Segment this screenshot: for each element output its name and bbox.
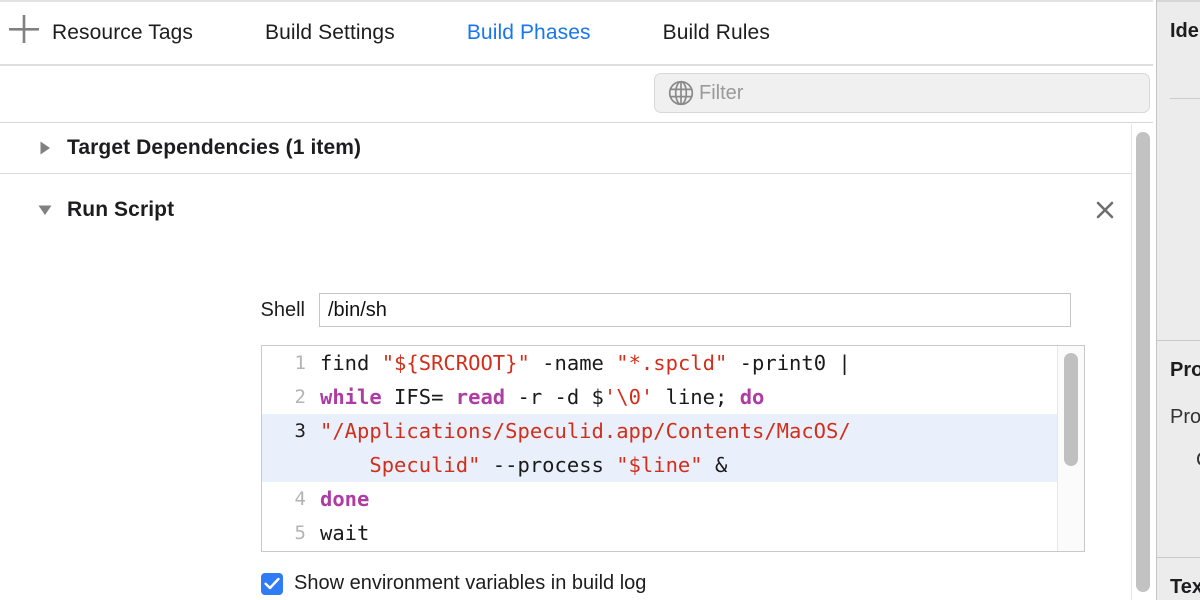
divider <box>1157 557 1200 558</box>
code-line-text[interactable]: wait <box>320 516 1057 550</box>
close-icon <box>1096 201 1114 219</box>
code-line[interactable]: 5 wait <box>262 516 1057 550</box>
line-number: 4 <box>294 488 306 510</box>
code-line[interactable]: 2 while IFS= read -r -d $'\0' line; do <box>262 380 1057 414</box>
inspector-section-heading: Ide <box>1170 20 1199 42</box>
filter-field[interactable]: Filter <box>654 73 1150 113</box>
shell-input[interactable]: /bin/sh <box>319 293 1071 327</box>
phase-header-run-script[interactable]: Run Script <box>0 174 1153 246</box>
code-line[interactable]: 1 find "${SRCROOT}" -name "*.spcld" -prin… <box>262 346 1057 380</box>
inspector-section-text: Tex <box>1157 558 1200 600</box>
code-token: "/Applications/Speculid.app/Contents/Mac… <box>320 419 851 443</box>
show-env-vars-row[interactable]: Show environment variables in build log <box>261 572 646 595</box>
inspector-row-label: C <box>1170 429 1200 472</box>
remove-phase-button[interactable] <box>1093 198 1117 222</box>
divider <box>1157 0 1200 2</box>
code-token: "${SRCROOT}" <box>381 351 530 375</box>
code-line[interactable]: 3 "/Applications/Speculid.app/Contents/Ma… <box>262 414 1057 482</box>
phase-title: Target Dependencies (1 item) <box>67 136 362 159</box>
inspector-panel: Ide Pro Pro C Tex <box>1156 0 1200 600</box>
line-number: 3 <box>294 420 306 442</box>
script-code-editor[interactable]: 1 find "${SRCROOT}" -name "*.spcld" -prin… <box>261 345 1085 552</box>
inspector-row-label: Pro <box>1170 406 1200 428</box>
shell-row: Shell /bin/sh <box>0 293 1085 327</box>
code-token: line; <box>653 385 740 409</box>
code-line[interactable]: 4 done <box>262 482 1057 516</box>
line-number: 5 <box>294 522 306 544</box>
tab-build-rules[interactable]: Build Rules <box>662 21 770 44</box>
code-token: & <box>702 453 728 477</box>
editor-pane-scrollbar[interactable] <box>1131 124 1153 600</box>
code-token: done <box>320 487 370 511</box>
checkmark-icon <box>264 577 280 589</box>
code-token: -print0 | <box>727 351 851 375</box>
line-number: 1 <box>294 352 306 374</box>
add-build-phase-button[interactable] <box>4 9 44 49</box>
inspector-section-heading: Pro <box>1170 359 1200 381</box>
divider <box>1170 98 1200 99</box>
code-token: -r -d $ <box>505 385 604 409</box>
tab-build-settings[interactable]: Build Settings <box>265 21 395 44</box>
code-token: "$line" <box>616 453 703 477</box>
globe-icon <box>668 80 694 106</box>
inspector-section-project: Pro Pro C <box>1157 341 1200 557</box>
code-line-text[interactable]: "/Applications/Speculid.app/Contents/Mac… <box>320 414 1057 482</box>
editor-pane-scrollbar-thumb[interactable] <box>1136 132 1150 592</box>
show-env-vars-checkbox[interactable] <box>261 572 283 595</box>
plus-icon <box>9 15 39 43</box>
code-token: IFS= <box>381 385 456 409</box>
triangle-down-icon[interactable] <box>36 201 54 219</box>
phase-title: Run Script <box>67 198 175 221</box>
code-line-text[interactable]: done <box>320 482 1057 516</box>
code-token: Speculid" <box>369 453 481 477</box>
code-token: --process <box>480 453 617 477</box>
editor-pane: Resource Tags Build Settings Build Phases B… <box>0 0 1153 600</box>
code-scrollbar-thumb[interactable] <box>1064 353 1078 466</box>
code-token: "*.spcld" <box>616 351 728 375</box>
code-line-text[interactable]: find "${SRCROOT}" -name "*.spcld" -print… <box>320 346 1057 380</box>
line-number: 2 <box>294 386 306 408</box>
triangle-right-icon[interactable] <box>36 139 54 157</box>
code-lines[interactable]: 1 find "${SRCROOT}" -name "*.spcld" -prin… <box>262 346 1057 551</box>
code-token: read <box>455 385 506 409</box>
inspector-section-heading: Tex <box>1170 576 1200 598</box>
build-phase-list: Target Dependencies (1 item) Run Script <box>0 123 1153 600</box>
divider <box>0 173 1153 174</box>
code-token: -name <box>529 351 617 375</box>
tab-build-phases[interactable]: Build Phases <box>466 21 591 44</box>
code-token: do <box>739 385 765 409</box>
target-editor-tabbar: Resource Tags Build Settings Build Phases B… <box>0 0 1153 66</box>
show-env-vars-label: Show environment variables in build log <box>294 572 647 594</box>
code-token: find <box>320 351 382 375</box>
inspector-section-identity: Ide <box>1157 2 1200 340</box>
filter-input-placeholder[interactable]: Filter <box>699 82 744 104</box>
phase-header-target-dependencies[interactable]: Target Dependencies (1 item) <box>0 123 1153 173</box>
divider <box>1157 340 1200 341</box>
tab-list: Resource Tags Build Settings Build Phases B… <box>0 2 1153 64</box>
code-token: while <box>320 385 382 409</box>
code-token: wait <box>320 521 370 545</box>
code-line-text[interactable]: while IFS= read -r -d $'\0' line; do <box>320 380 1057 414</box>
code-scrollbar[interactable] <box>1057 346 1084 551</box>
tab-resource-tags[interactable]: Resource Tags <box>52 21 193 44</box>
code-token: '\0' <box>603 385 654 409</box>
shell-label: Shell <box>260 298 305 321</box>
